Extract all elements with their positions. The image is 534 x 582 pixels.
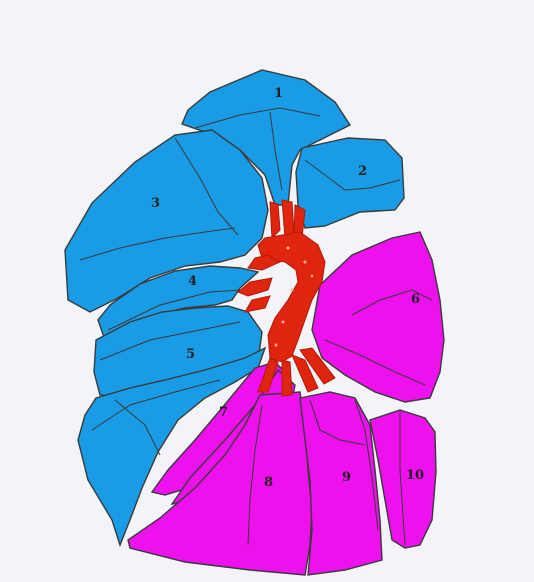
segment-5-label: 5 xyxy=(186,347,195,362)
vessel-speckle xyxy=(282,321,285,324)
segment-10-label: 10 xyxy=(406,468,424,483)
segment-4-label: 4 xyxy=(188,274,197,289)
segment-6-label: 6 xyxy=(411,292,420,307)
vessel-branch xyxy=(270,202,280,238)
vessel-branch xyxy=(282,360,292,396)
segment-8-label: 8 xyxy=(264,475,273,490)
segment-9-label: 9 xyxy=(342,470,351,485)
vessel-speckle xyxy=(291,289,294,292)
vessel-branch xyxy=(245,296,270,312)
segment-3-label: 3 xyxy=(151,196,160,211)
segment-2-label: 2 xyxy=(358,164,367,179)
segment-7-label: 7 xyxy=(219,405,228,420)
vessel-speckle xyxy=(311,275,313,277)
vessel-branch xyxy=(282,200,294,238)
vessel-speckle xyxy=(275,344,278,347)
vessel-speckle xyxy=(287,247,290,250)
vessel-speckle xyxy=(304,261,307,264)
segment-1-label: 1 xyxy=(274,86,283,101)
